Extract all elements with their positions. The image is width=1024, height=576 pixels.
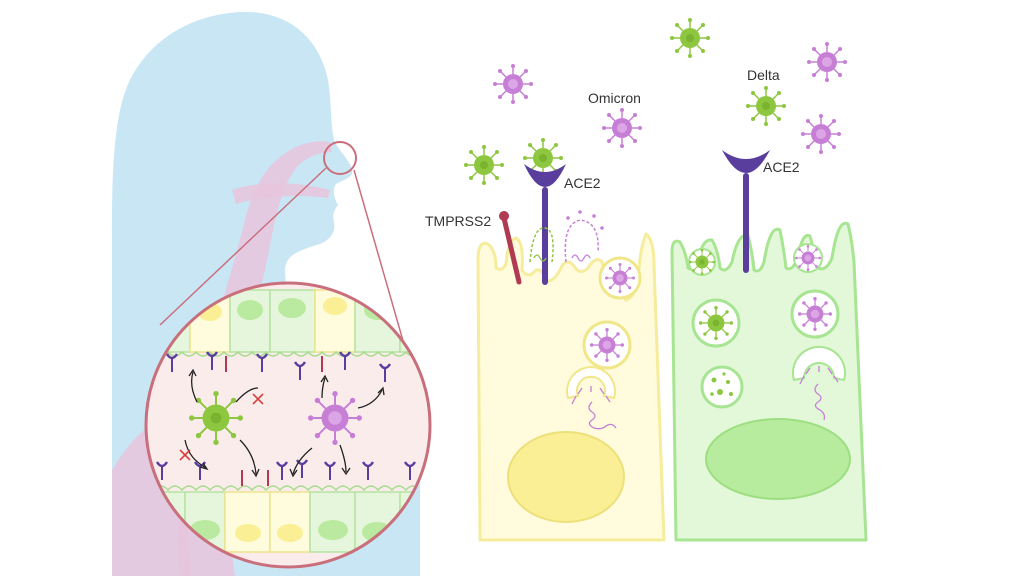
ace2-label-right: ACE2	[763, 159, 800, 175]
omicron-endosome-vesicle	[582, 320, 632, 370]
delta-endosome-vesicle	[691, 298, 741, 348]
upper-ace2-receptors	[165, 350, 392, 384]
omicron-endosome-vesicle	[598, 256, 642, 300]
tmprss2-icon	[499, 211, 522, 285]
ace2-receptor-icon	[722, 150, 770, 273]
omicron-label: Omicron	[588, 90, 641, 106]
delta-infected-cell	[670, 150, 868, 542]
ace2-receptor-icon	[524, 164, 566, 285]
delta-degraded-vesicle	[700, 365, 744, 409]
omicron-rna-release	[566, 366, 617, 430]
blocked-entry-markers	[179, 393, 264, 461]
tmprss2-label: TMPRSS2	[425, 213, 491, 229]
membrane-fusing-viruses	[529, 210, 604, 263]
ace2-label-left: ACE2	[564, 175, 601, 191]
delta-label: Delta	[747, 67, 780, 83]
lens-arrows	[184, 368, 385, 478]
delta-rna-release	[792, 345, 846, 421]
omicron-virus-at-membrane	[793, 243, 823, 273]
lens-delta-virus	[187, 389, 245, 447]
lens-omicron-virus	[306, 389, 364, 447]
omicron-endosome-vesicle	[790, 289, 840, 339]
omicron-infected-cell	[476, 164, 666, 542]
lower-ace2-receptors	[155, 458, 417, 486]
delta-virus-at-membrane	[688, 248, 716, 276]
